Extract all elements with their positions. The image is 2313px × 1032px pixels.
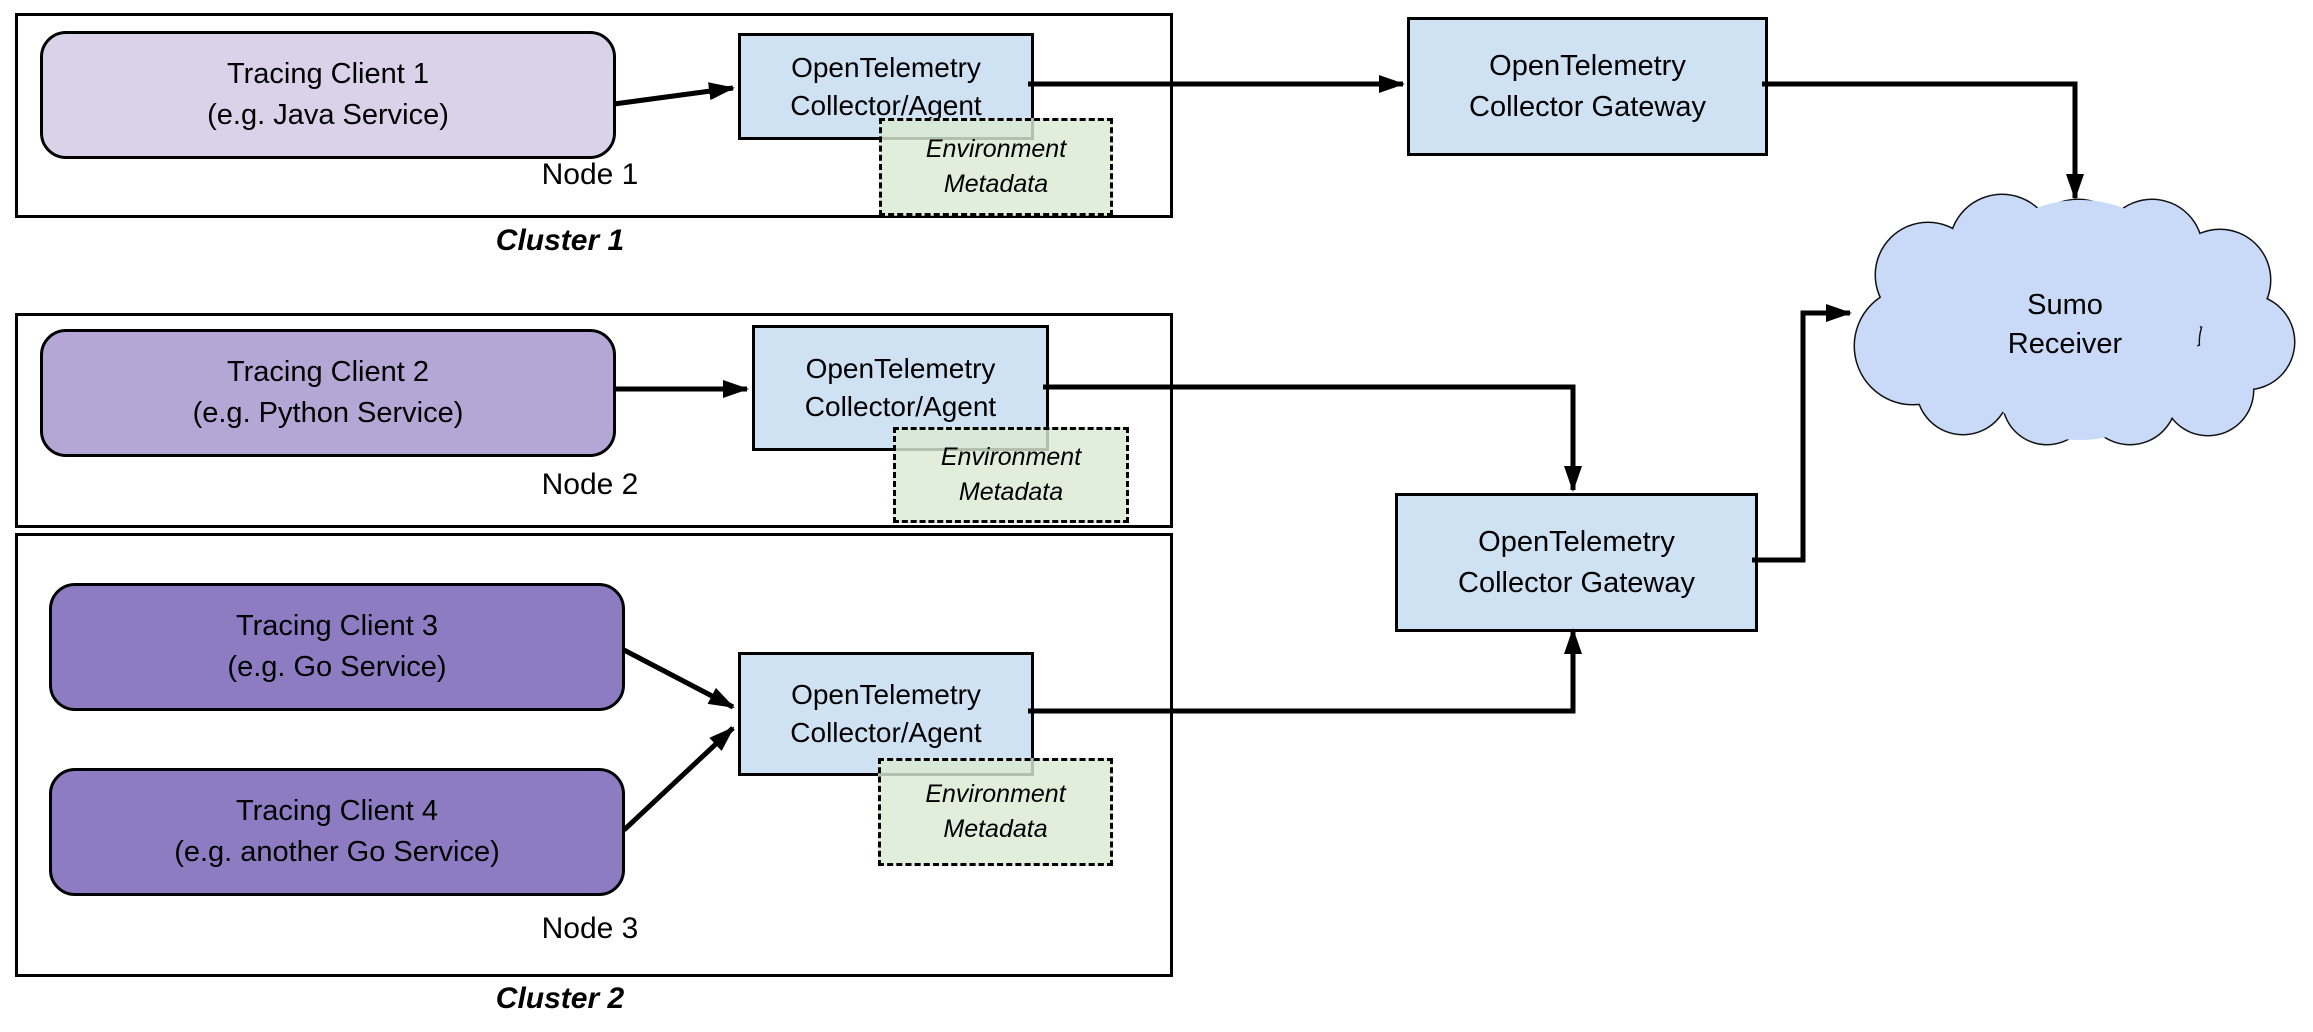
env-metadata-line2: Metadata [958,478,1064,506]
environment-metadata-node2: Environment Metadata [893,427,1129,523]
env-metadata-line2: Metadata [943,170,1049,198]
gateway-line2: Collector Gateway [1458,566,1695,599]
collector-agent-line2: Collector/Agent [790,89,982,121]
tracing-client-2-title: Tracing Client 2 [226,356,429,388]
gateway-line1: OpenTelemetry [1489,49,1686,82]
cluster-1-label: Cluster 1 [495,224,625,257]
tracing-client-4-subtitle: (e.g. another Go Service) [174,836,500,868]
gateway-line1: OpenTelemetry [1478,525,1675,558]
gateway-line2: Collector Gateway [1469,90,1706,123]
tracing-client-1: Tracing Client 1 (e.g. Java Service) [40,31,616,159]
otel-collector-agent-node3: OpenTelemetry Collector/Agent [738,652,1034,776]
env-metadata-line1: Environment [940,443,1082,471]
tracing-client-1-title: Tracing Client 1 [226,58,429,90]
env-metadata-line1: Environment [925,135,1067,163]
cloud-label-line2: Receiver [2007,328,2123,360]
otel-collector-gateway-2: OpenTelemetry Collector Gateway [1395,493,1758,632]
collector-agent-line1: OpenTelemetry [791,679,981,710]
cluster-2-label: Cluster 2 [495,982,625,1015]
tracing-client-4-title: Tracing Client 4 [235,795,438,827]
tracing-client-4: Tracing Client 4 (e.g. another Go Servic… [49,768,625,896]
tracing-client-2-subtitle: (e.g. Python Service) [192,397,464,429]
collector-agent-line2: Collector/Agent [804,391,997,422]
node-2-label: Node 2 [541,468,639,501]
environment-metadata-node1: Environment Metadata [879,118,1113,216]
cloud-label-line1: Sumo [2027,289,2103,321]
otel-collector-gateway-1: OpenTelemetry Collector Gateway [1407,17,1768,156]
env-metadata-line2: Metadata [943,815,1048,843]
tracing-client-3: Tracing Client 3 (e.g. Go Service) [49,583,625,711]
environment-metadata-node3: Environment Metadata [878,758,1113,866]
tracing-client-1-subtitle: (e.g. Java Service) [207,99,449,131]
collector-agent-line1: OpenTelemetry [791,51,981,83]
sumo-receiver-label: Sumo Receiver [1945,286,2185,364]
env-metadata-line1: Environment [925,780,1066,808]
arrow-gateway2-to-cloud [1752,304,1852,563]
tracing-client-2: Tracing Client 2 (e.g. Python Service) [40,329,616,457]
node-3-label: Node 3 [541,912,639,945]
tracing-client-3-title: Tracing Client 3 [235,610,438,642]
node-1-label: Node 1 [541,158,639,191]
tracing-client-3-subtitle: (e.g. Go Service) [227,651,447,683]
collector-agent-line1: OpenTelemetry [805,353,996,384]
collector-agent-line2: Collector/Agent [790,717,982,748]
arrow-gateway1-to-cloud [1762,81,2084,200]
